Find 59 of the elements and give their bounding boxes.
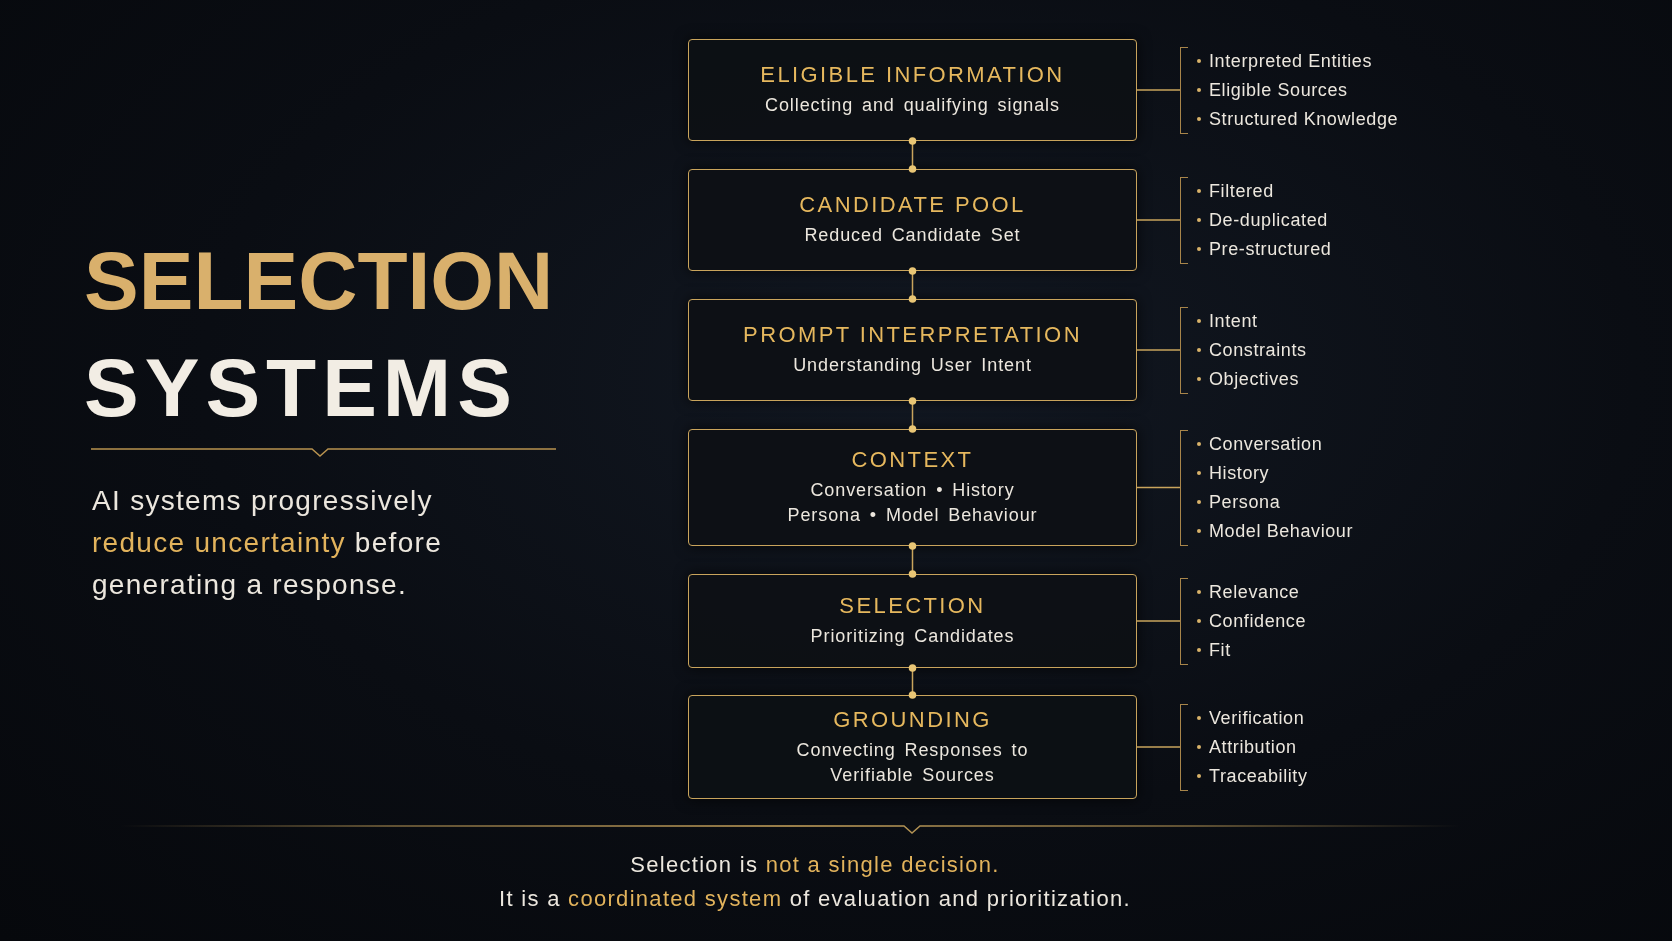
stage-title: ELIGIBLE INFORMATION [760, 62, 1065, 88]
list-item: Eligible Sources [1209, 79, 1348, 101]
stage-description: Prioritizing Candidates [810, 625, 1015, 648]
stage-description: Conversation • History [810, 479, 1015, 502]
connector [908, 267, 917, 303]
list-item: Intent [1209, 310, 1258, 332]
bracket-list [1180, 176, 1332, 264]
connector-line [1136, 486, 1181, 489]
list-item: Model Behaviour [1209, 520, 1354, 542]
bracket-list [1180, 46, 1399, 134]
list-item: Filtered [1209, 180, 1274, 202]
list-item: Pre-structured [1209, 238, 1332, 260]
connector [908, 664, 917, 699]
list-item: Interpreted Entities [1209, 50, 1373, 72]
list-item: Confidence [1209, 610, 1307, 632]
stage-description: Persona • Model Behaviour [787, 504, 1038, 527]
stage-title: PROMPT INTERPRETATION [743, 322, 1082, 348]
list-item: Verification [1209, 707, 1305, 729]
list-item: Traceability [1209, 765, 1308, 787]
stage-title: CONTEXT [851, 447, 974, 473]
list-item: Fit [1209, 639, 1231, 661]
bracket-list [1180, 306, 1307, 394]
list-item: De-duplicated [1209, 209, 1328, 231]
connector [908, 542, 917, 578]
tagline-text: It is a coordinated system of evaluation and prioritization. [498, 885, 1132, 913]
stage-box [688, 39, 1137, 141]
list-item: Attribution [1209, 736, 1297, 758]
stage-box [688, 299, 1137, 401]
stage-description: Reduced Candidate Set [804, 224, 1021, 247]
stage-title: SELECTION [839, 593, 986, 619]
connector-line [1136, 349, 1181, 351]
connector [908, 397, 917, 433]
tagline-text: Selection is not a single decision. [629, 851, 1001, 879]
connector-line [1136, 746, 1181, 748]
stage-box [688, 695, 1137, 799]
list-item: Persona [1209, 491, 1281, 513]
stage-box [688, 574, 1137, 668]
list-item: Relevance [1209, 581, 1300, 603]
connector-line [1136, 219, 1181, 221]
list-item: Conversation [1209, 433, 1323, 455]
stage-title: GROUNDING [833, 706, 992, 733]
stage-description: Collecting and qualifying signals [765, 94, 1060, 117]
stage-description: Understanding User Intent [793, 354, 1032, 377]
stage-title: CANDIDATE POOL [799, 192, 1026, 218]
bracket-list [1180, 703, 1308, 791]
stage-box [688, 429, 1137, 546]
page-title: SELECTION SYSTEMS [84, 234, 555, 435]
list-item: History [1209, 462, 1270, 484]
connector-line [1136, 620, 1181, 622]
stage-description: Convecting Responses to Verifiable Sources [795, 738, 1030, 787]
list-item: Objectives [1209, 368, 1300, 390]
connector [908, 137, 917, 173]
stage-box [688, 169, 1137, 271]
intro-text: AI systems progressively reduce uncertainty before generating a response. [92, 484, 444, 602]
bracket-list [1180, 577, 1307, 665]
list-item: Structured Knowledge [1209, 108, 1399, 130]
list-item: Constraints [1209, 339, 1307, 361]
connector-line [1136, 89, 1181, 91]
bracket-list [1180, 429, 1354, 546]
